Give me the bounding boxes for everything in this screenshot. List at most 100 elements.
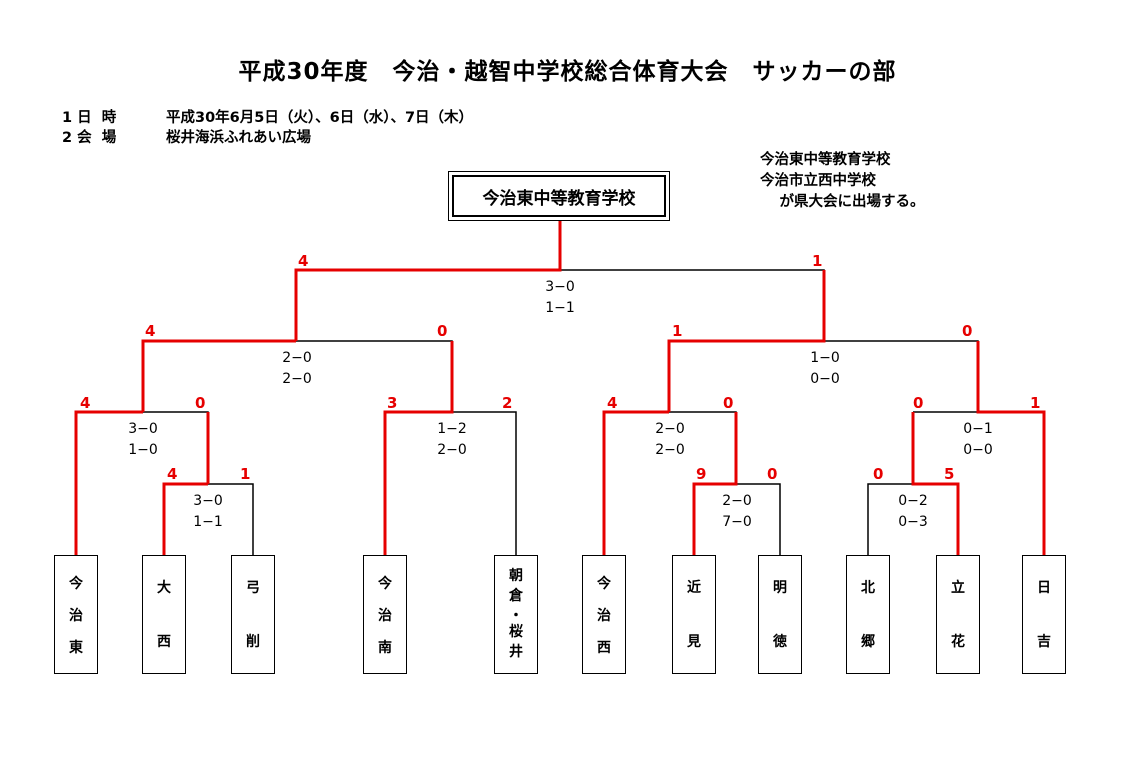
team-box-asakura-sakurai: 朝倉・桜井 [494,555,538,674]
info-date-row: 1 日 時 平成30年6月5日（火）、6日（水）、7日（木） [62,108,473,128]
team-box-imabari-higashi: 今治東 [54,555,98,674]
score-qf4-left: 0 [913,394,923,412]
team-name-char: 吉 [1037,634,1051,650]
winner-line [141,339,296,412]
score-sf1-right: 0 [437,322,447,340]
score-sf2-left: 1 [672,322,682,340]
result-r1c-half2: 0−3 [898,514,928,530]
result-qf2-half1: 1−2 [437,421,467,437]
team-name-char: 西 [597,640,611,656]
result-r1a-half2: 1−1 [193,514,223,530]
team-box-hiyoshi: 日吉 [1022,555,1066,674]
team-name-char: 今 [69,576,83,592]
team-name-char: 桜 [509,624,523,640]
team-name-char: 近 [687,580,701,596]
score-qf1-left: 4 [80,394,90,412]
team-name-char: 北 [861,580,875,596]
score-r1c-right: 5 [944,465,954,483]
winner-line [294,221,562,341]
info-date-label: 1 日 時 [62,110,117,126]
bracket-line [452,411,517,556]
team-name-char: 花 [951,634,965,650]
team-box-imabari-nishi: 今治西 [582,555,626,674]
score-r1a-right: 1 [240,465,250,483]
team-name-char: 治 [69,608,83,624]
team-name-char: 見 [687,634,701,650]
bracket-line [208,483,254,556]
result-qf1-half2: 1−0 [128,442,158,458]
result-sf2-half2: 0−0 [810,371,840,387]
team-name-char: 今 [597,576,611,592]
info-venue-value: 桜井海浜ふれあい広場 [166,130,311,146]
winner-line [976,341,1046,556]
bracket-line [736,483,781,556]
score-qf4-right: 1 [1030,394,1040,412]
team-name-char: 日 [1037,580,1051,596]
result-qf3-half2: 2−0 [655,442,685,458]
result-qf4-half2: 0−0 [963,442,993,458]
result-sf2-half1: 1−0 [810,350,840,366]
team-name-char: 明 [773,580,787,596]
team-name-char: 削 [246,634,260,650]
team-name-char: 治 [597,608,611,624]
result-r1a-half1: 3−0 [193,493,223,509]
info-venue-label: 2 会 場 [62,130,117,146]
team-name-char: 西 [157,634,171,650]
result-final-half1: 3−0 [545,279,575,295]
bracket-winner-lines [74,221,1046,556]
qualifier-note-line: 今治東中等教育学校 [760,152,891,168]
score-sf1-left: 4 [145,322,155,340]
info-venue-row: 2 会 場 桜井海浜ふれあい広場 [62,128,311,148]
result-r1c-half1: 0−2 [898,493,928,509]
score-qf1-right: 0 [195,394,205,412]
bracket-line [560,269,825,340]
team-name-char: 朝 [509,568,523,584]
result-final-half2: 1−1 [545,300,575,316]
team-name-char: 倉 [509,588,523,604]
team-box-meitoku: 明徳 [758,555,802,674]
winner-line [602,410,669,556]
winner-line [692,412,738,556]
team-box-daisai: 大西 [142,555,186,674]
score-r1b-right: 0 [767,465,777,483]
result-qf2-half2: 2−0 [437,442,467,458]
qualifier-note: 今治東中等教育学校 今治市立西中学校 が県大会に出場する。 [760,150,925,213]
result-r1b-half1: 2−0 [722,493,752,509]
winner-line [667,270,826,412]
team-name-char: 大 [157,580,171,596]
score-qf3-left: 4 [607,394,617,412]
winner-line [383,341,454,556]
team-name-char: 今 [378,576,392,592]
team-name-char: 南 [378,640,392,656]
team-name-char: 徳 [773,634,787,650]
info-date-value: 平成30年6月5日（火）、6日（水）、7日（木） [166,110,474,126]
score-qf3-right: 0 [723,394,733,412]
team-name-char: 井 [509,644,523,660]
bracket-line [824,340,979,412]
team-name-char: 郷 [861,634,875,650]
score-qf2-left: 3 [387,394,397,412]
winner-line [162,482,208,556]
champion-box: 今治東中等教育学校 [448,171,670,221]
page-title: 平成30年度 今治・越智中学校総合体育大会 サッカーの部 [238,59,897,85]
winner-line [74,410,143,556]
team-box-imabari-minami: 今治南 [363,555,407,674]
score-r1c-left: 0 [873,465,883,483]
score-sf2-right: 0 [962,322,972,340]
bracket-line [296,340,453,412]
result-sf1-half1: 2−0 [282,350,312,366]
result-r1b-half2: 7−0 [722,514,752,530]
winner-line [911,412,960,556]
score-final-left: 4 [298,252,308,270]
score-final-right: 1 [812,252,822,270]
team-name-char: 治 [378,608,392,624]
bracket-line [867,483,913,556]
result-qf1-half1: 3−0 [128,421,158,437]
score-r1b-left: 9 [696,465,706,483]
score-r1a-left: 4 [167,465,177,483]
champion-name: 今治東中等教育学校 [452,175,666,217]
qualifier-note-line: 今治市立西中学校 [760,173,876,189]
team-name-char: 東 [69,640,83,656]
team-box-hokugo: 北郷 [846,555,890,674]
